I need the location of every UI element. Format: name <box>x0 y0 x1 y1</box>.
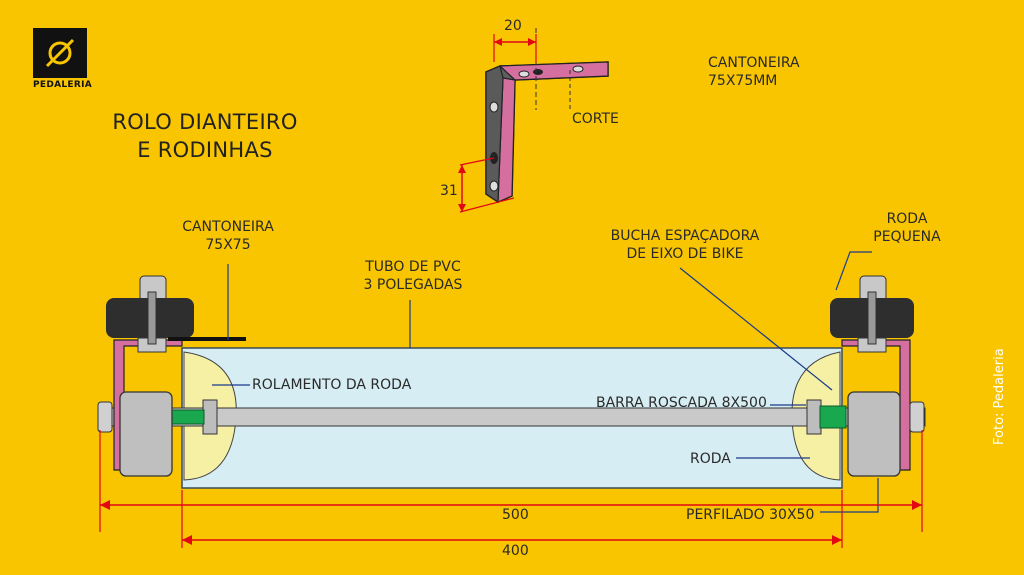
barra-label: BARRA ROSCADA 8X500 <box>596 395 767 411</box>
corte-label: CORTE <box>572 111 619 127</box>
brand-logo: PEDALERIA <box>33 28 93 90</box>
tubo-label: TUBO DE PVC 3 POLEGADAS <box>358 258 468 294</box>
title-line-2: E RODINHAS <box>137 138 273 162</box>
roda-pequena-line-2: PEQUENA <box>873 229 941 245</box>
roda-label: RODA <box>690 451 731 467</box>
outer-wheel-left <box>119 391 173 477</box>
dim-20-label: 20 <box>504 18 522 34</box>
dimension-500 <box>99 430 923 532</box>
leader-lines <box>212 251 879 513</box>
nut-right <box>909 401 925 433</box>
dim-500-label: 500 <box>502 507 529 523</box>
cantoneira-top-line-2: 75X75MM <box>708 73 778 89</box>
spacer-left <box>171 409 205 425</box>
dimension-400 <box>181 490 843 548</box>
title-line-1: ROLO DIANTEIRO <box>112 110 298 134</box>
small-wheel-left <box>106 275 194 353</box>
cantoneira-left-label: CANTONEIRA 75X75 <box>178 218 278 254</box>
bearing-left <box>202 399 218 435</box>
dimension-31 <box>458 157 515 213</box>
photo-credit: Foto: Pedaleria <box>992 348 1007 445</box>
nut-left <box>97 401 113 433</box>
small-wheel-right <box>830 275 914 353</box>
angle-bracket-detail <box>485 28 609 204</box>
roda-pequena-line-1: RODA <box>886 211 928 227</box>
bike-axle-spacer <box>819 405 847 429</box>
cantoneira-top-line-1: CANTONEIRA <box>708 55 800 71</box>
cantoneira-left-line-1: CANTONEIRA <box>182 219 274 235</box>
page-title: ROLO DIANTEIRO E RODINHAS <box>110 108 300 164</box>
rolamento-label: ROLAMENTO DA RODA <box>252 377 412 393</box>
threaded-rod <box>99 407 926 427</box>
tubo-line-1: TUBO DE PVC <box>365 259 461 275</box>
tubo-line-2: 3 POLEGADAS <box>363 277 463 293</box>
cantoneira-strip <box>168 337 246 341</box>
pedal-icon <box>33 28 87 78</box>
bucha-line-1: BUCHA ESPAÇADORA <box>610 228 760 244</box>
bucha-label: BUCHA ESPAÇADORA DE EIXO DE BIKE <box>605 227 765 263</box>
cantoneira-left-line-2: 75X75 <box>205 237 251 253</box>
cantoneira-top-label: CANTONEIRA 75X75MM <box>708 54 800 90</box>
logo-text: PEDALERIA <box>33 80 93 90</box>
dim-31-label: 31 <box>440 183 458 199</box>
dimension-20 <box>493 34 537 62</box>
dim-400-label: 400 <box>502 543 529 559</box>
bearing-right <box>806 399 822 435</box>
roda-pequena-label: RODA PEQUENA <box>862 210 952 246</box>
perfilado-label: PERFILADO 30X50 <box>686 507 815 523</box>
outer-wheel-right <box>847 391 901 477</box>
bucha-line-2: DE EIXO DE BIKE <box>626 246 744 262</box>
